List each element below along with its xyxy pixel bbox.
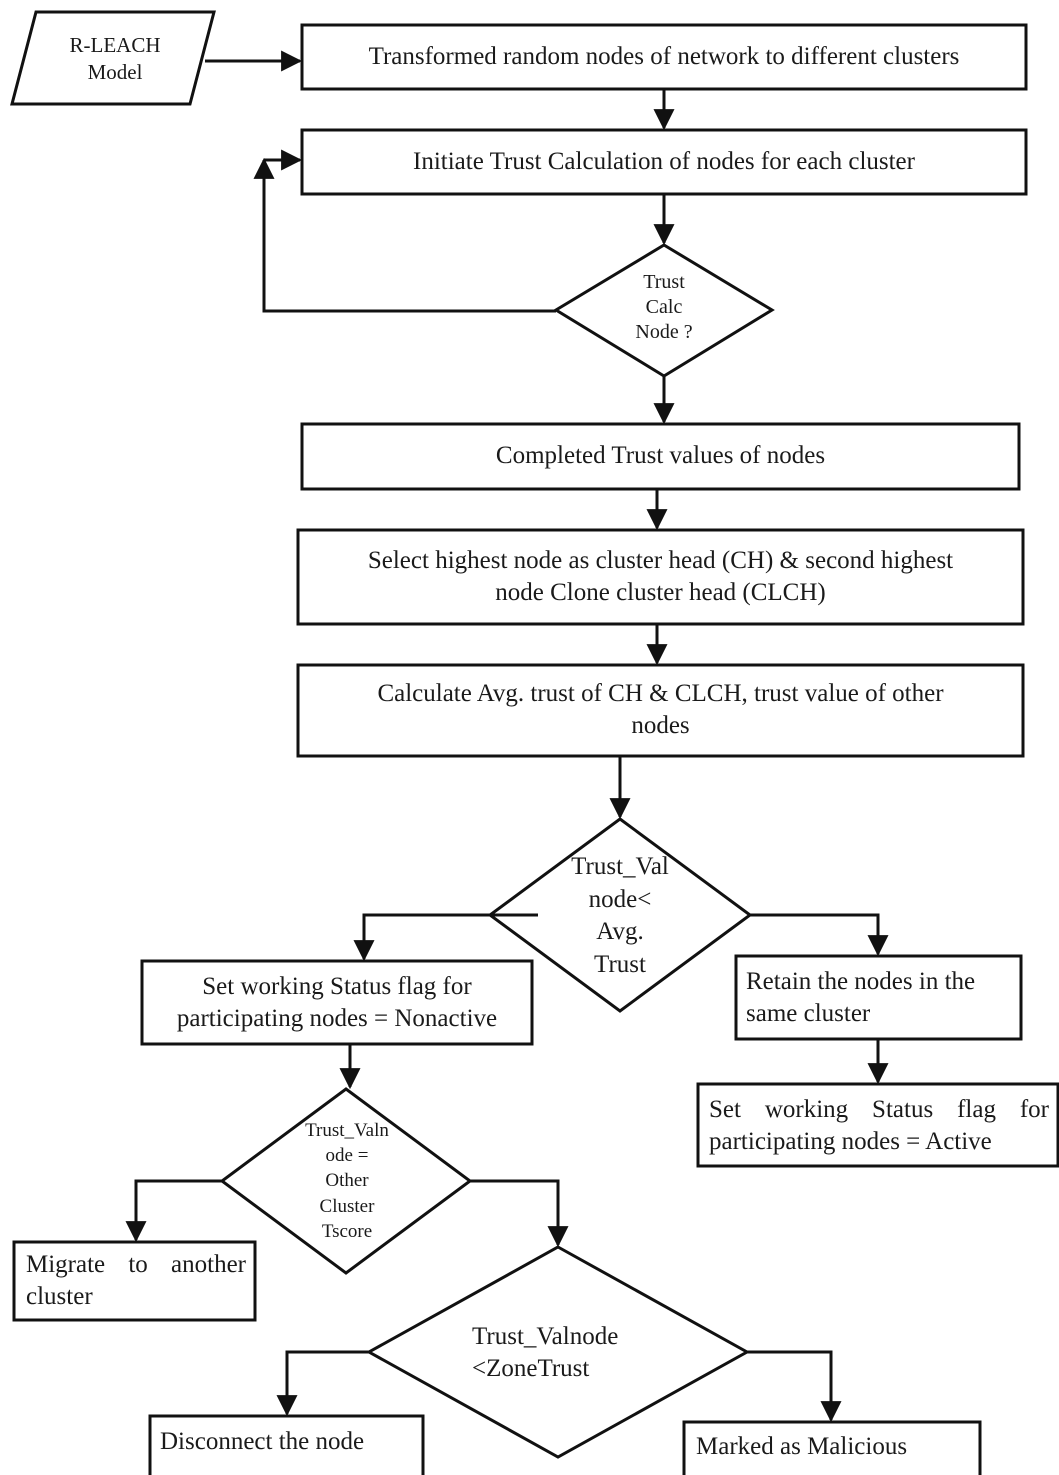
rleach-line-1: R-LEACH [69,32,161,57]
trust-calc-line-2: Calc [645,295,683,318]
trust-valnode-other-line-5: Tscore [321,1220,373,1242]
disconnect-text: Disconnect the node [160,1427,365,1455]
set-nonactive-box [140,959,534,1046]
transform-text: Transformed random nodes of network to d… [368,42,960,70]
set-nonactive-label: Set working Status flag for participatin… [146,966,528,1040]
disconnect-label: Disconnect the node [160,1420,420,1464]
arrow-other-cluster-to-migrate [125,1179,222,1243]
trust-valnode-zone-line-1: Trust_Valnode [472,1322,619,1350]
trust-valnode-other-line-3: Other [325,1170,369,1192]
trust-val-label: Trust_Val node< Avg. Trust [555,848,685,984]
set-active-line-2: participating nodes = Active [709,1128,992,1155]
arrow-zone-to-malicious [747,1350,842,1423]
set-active-line-1: Set working Status flag for [709,1095,1049,1123]
trust-val-line-3: Avg. [596,918,644,945]
calculate-box [296,663,1025,758]
retain-label: Retain the nodes in the same cluster [746,962,1014,1034]
trust-valnode-zone-label: Trust_Valnode <ZoneTrust [472,1318,652,1388]
trust-calc-label: Trust Calc Node ? [604,262,724,352]
calculate-line-1: Calculate Avg. trust of CH & CLCH, trust… [377,679,944,707]
select-line-2: node Clone cluster head (CLCH) [495,579,826,606]
set-active-box [696,1082,1059,1168]
trust-valnode-other-diamond [219,1087,473,1275]
trust-val-line-2: node< [588,885,652,913]
rleach-line-2: Model [87,60,143,84]
rleach-label: R-LEACH Model [40,30,190,88]
trust-val-line-1: Trust_Val [571,853,669,880]
migrate-line-2: cluster [26,1283,93,1310]
set-active-label: Set working Status flag for participatin… [709,1092,1049,1160]
trust-valnode-other-label: Trust_Valn ode = Other Cluster Tscore [292,1115,402,1247]
migrate-box [12,1240,257,1322]
retain-box [734,954,1023,1041]
malicious-text: Marked as Malicious [696,1432,908,1460]
select-line-1: Select highest node as cluster head (CH)… [367,546,954,574]
trust-valnode-zone-line-2: <ZoneTrust [472,1355,590,1382]
calculate-line-2: nodes [631,712,690,739]
arrow-trust-val-to-retain [750,913,889,957]
select-label: Select highest node as cluster head (CH)… [304,535,1017,619]
trust-calc-line-3: Node ? [635,320,693,343]
completed-label: Completed Trust values of nodes [306,427,1015,485]
calculate-label: Calculate Avg. trust of CH & CLCH, trust… [304,669,1017,751]
trust-val-line-4: Trust [594,950,646,978]
migrate-line-1: Migrate to another [26,1250,246,1278]
retain-line-1: Retain the nodes in the [746,967,976,995]
arrow-trust-calc-loop-back [253,157,556,313]
set-nonactive-line-1: Set working Status flag for [202,972,472,1000]
arrow-trust-val-to-nonactive [353,913,538,962]
trust-val-diamond [487,817,753,1013]
trust-valnode-other-line-1: Trust_Valn [305,1119,389,1141]
initiate-label: Initiate Trust Calculation of nodes for … [306,133,1022,191]
rleach-parallelogram [10,10,216,106]
completed-box [300,422,1021,491]
transform-box [300,23,1028,91]
trust-valnode-other-line-2: ode = [325,1145,369,1167]
trust-valnode-other-line-4: Cluster [319,1195,375,1217]
arrow-other-cluster-to-zone [470,1179,569,1248]
trust-calc-line-1: Trust [643,270,685,293]
set-nonactive-line-2: participating nodes = Nonactive [176,1005,498,1032]
transform-label: Transformed random nodes of network to d… [306,28,1022,86]
malicious-label: Marked as Malicious [696,1426,976,1468]
retain-line-2: same cluster [746,1000,871,1027]
migrate-label: Migrate to another cluster [26,1246,246,1316]
completed-text: Completed Trust values of nodes [495,441,826,469]
initiate-text: Initiate Trust Calculation of nodes for … [413,147,915,175]
arrow-zone-to-disconnect [276,1350,369,1417]
trust-valnode-zone-diamond [365,1245,751,1459]
